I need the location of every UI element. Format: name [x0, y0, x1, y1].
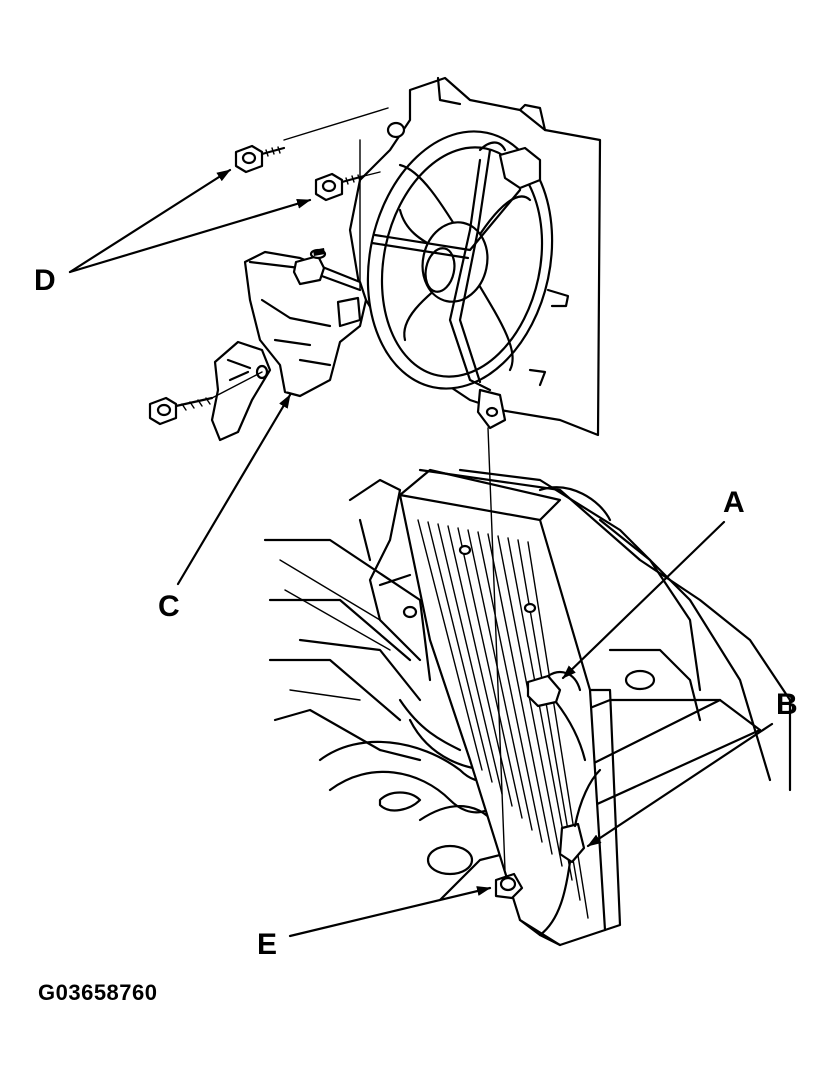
- leader-arrow-d-upper: [68, 168, 232, 274]
- leader-arrow-d-lower: [68, 198, 312, 274]
- callout-b: B: [776, 688, 798, 721]
- leader-arrow-c: [176, 393, 292, 586]
- leader-arrow-e: [288, 886, 492, 938]
- radiator: [398, 468, 622, 947]
- coolant-reservoir: [148, 248, 368, 442]
- connector-b: [538, 768, 602, 937]
- fan-shroud-assembly: [348, 76, 602, 437]
- callout-d: D: [34, 264, 56, 297]
- callout-e: E: [257, 928, 278, 961]
- bolt-e: [494, 872, 524, 900]
- leader-arrow-b: [586, 722, 774, 848]
- alignment-line: [487, 427, 506, 871]
- leader-arrow-a: [561, 520, 726, 680]
- callout-c: C: [158, 590, 180, 623]
- callout-a: A: [723, 486, 745, 519]
- figure-code: G03658760: [38, 980, 158, 1005]
